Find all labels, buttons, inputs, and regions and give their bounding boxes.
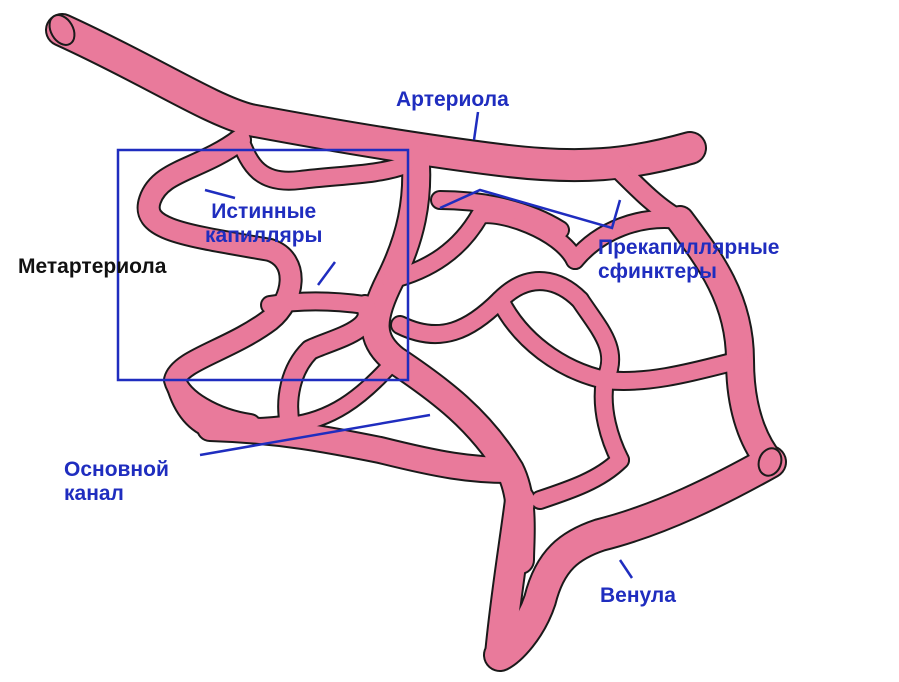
precapillary-sphincters-label: Прекапиллярные сфинктеры	[598, 236, 779, 284]
true-capillaries-line1: Истинные	[205, 200, 322, 224]
true-capillary-mid	[270, 301, 365, 305]
venule-label: Венула	[600, 584, 676, 608]
true-capillaries-line2: капилляры	[205, 224, 322, 248]
precapillary-line2: сфинктеры	[598, 260, 779, 284]
main-channel-line1: Основной	[64, 458, 169, 482]
capillaries-leader-1	[205, 190, 235, 198]
main-channel-label: Основной канал	[64, 458, 169, 506]
capillaries-leader-2	[318, 262, 335, 285]
arteriole-leader	[474, 112, 478, 140]
venule-leader	[620, 560, 632, 578]
main-channel-line2: канал	[64, 482, 169, 506]
inner-capillary-4	[500, 300, 740, 381]
metarteriole-label: Метартериола	[18, 255, 166, 279]
inner-capillary-2	[400, 281, 580, 334]
precapillary-line1: Прекапиллярные	[598, 236, 779, 260]
metarteriole-text: Метартериола	[18, 255, 166, 279]
true-capillaries-label: Истинные капилляры	[205, 200, 322, 248]
arteriole-text: Артериола	[396, 88, 509, 112]
venule-text: Венула	[600, 584, 676, 608]
arteriole-label: Артериола	[396, 88, 509, 112]
arteriole-vessel	[62, 30, 690, 165]
